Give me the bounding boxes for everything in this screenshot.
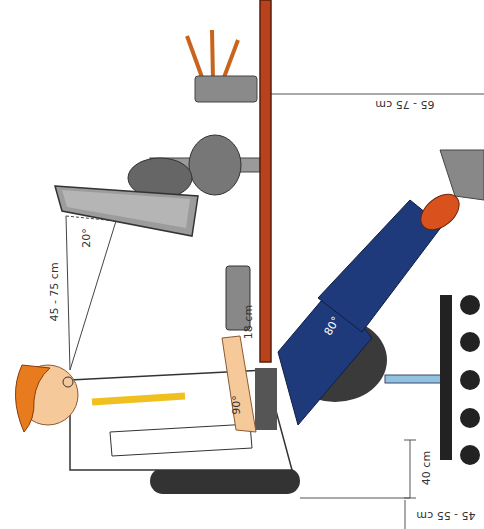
dimension-label: 20° — [81, 228, 92, 248]
dimension-label: 65 - 75 cm — [375, 99, 434, 110]
dimension-label: 18 cm — [243, 305, 254, 339]
dimension-label: 40 cm — [421, 451, 432, 485]
dimension-label: 45 - 55 cm — [416, 510, 475, 521]
dimension-label: 45 - 75 cm — [49, 262, 60, 321]
dimension-label: 90° — [231, 395, 242, 415]
